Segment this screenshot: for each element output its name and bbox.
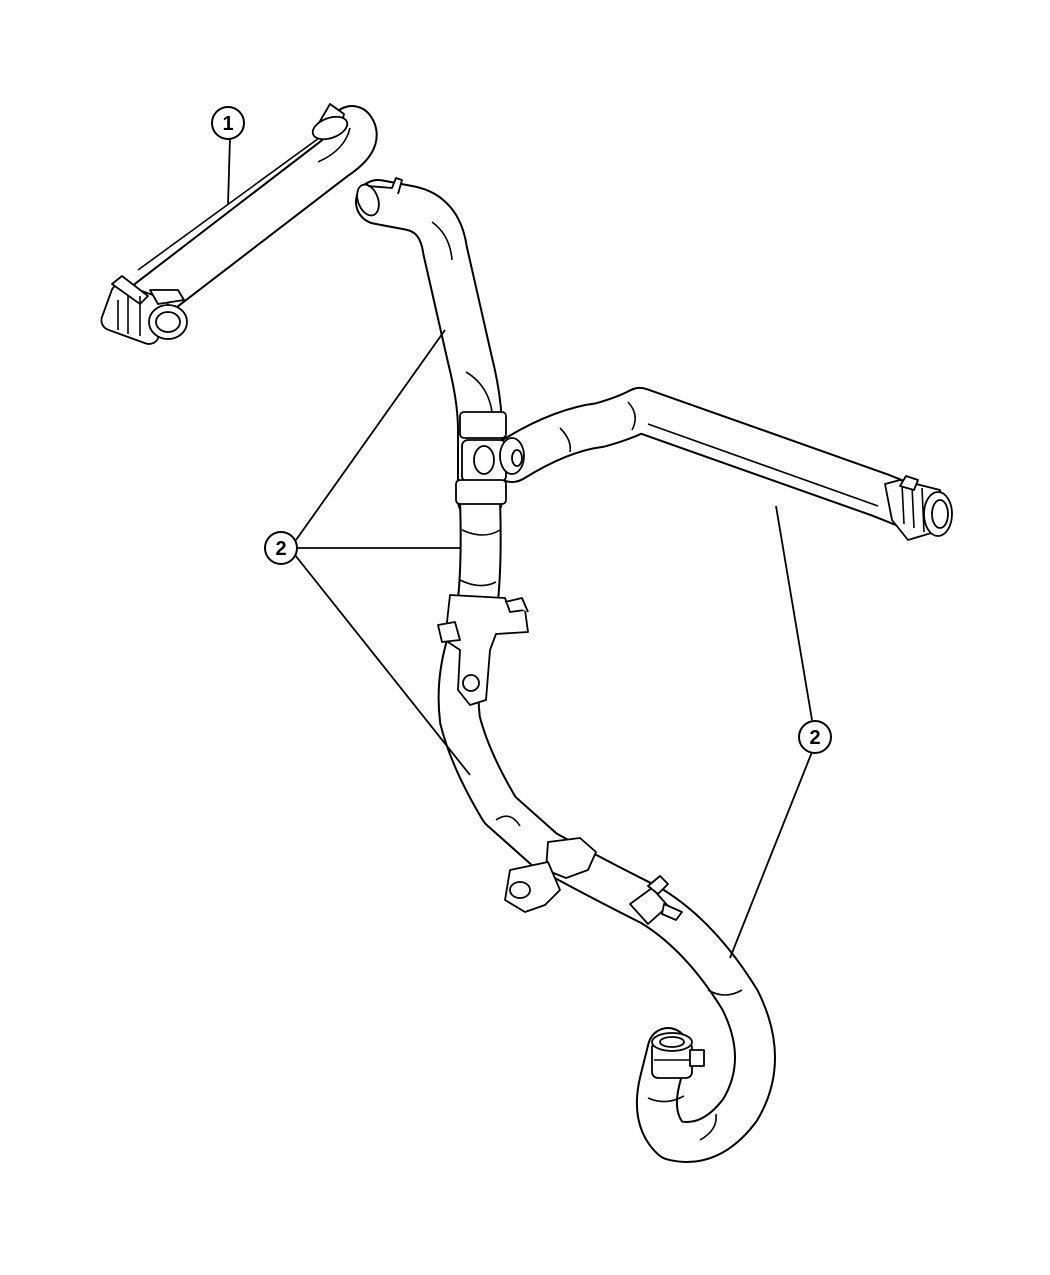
callout-2-right: 2 <box>798 720 832 754</box>
callout-2-left-label: 2 <box>275 538 286 560</box>
mounting-bracket-lower <box>504 837 597 913</box>
mounting-bracket-upper <box>437 594 529 706</box>
leader-line-2-right-lower <box>729 751 813 959</box>
hose-part-2 <box>355 177 953 1163</box>
callout-2-left: 2 <box>264 531 298 565</box>
hose-1-upper-clamp <box>311 103 349 141</box>
leader-line-1 <box>227 136 231 206</box>
hose-2-right-quick-connector <box>884 475 953 541</box>
hose-2-upper-end-fitting <box>356 177 403 217</box>
hose-1-lower-connector <box>100 275 188 345</box>
hose-2-lower-end-fitting <box>651 1032 705 1079</box>
callout-1: 1 <box>211 106 245 140</box>
tee-junction <box>455 411 525 505</box>
callout-1-label: 1 <box>222 113 233 135</box>
hose-clamp-lower <box>629 875 683 925</box>
callout-2-right-label: 2 <box>809 727 820 749</box>
leader-line-2-lower <box>294 554 471 776</box>
leader-line-2-upper <box>295 329 446 541</box>
leader-line-2-right-upper <box>775 505 813 721</box>
leader-lines <box>227 136 813 959</box>
hose-part-1 <box>100 103 378 345</box>
